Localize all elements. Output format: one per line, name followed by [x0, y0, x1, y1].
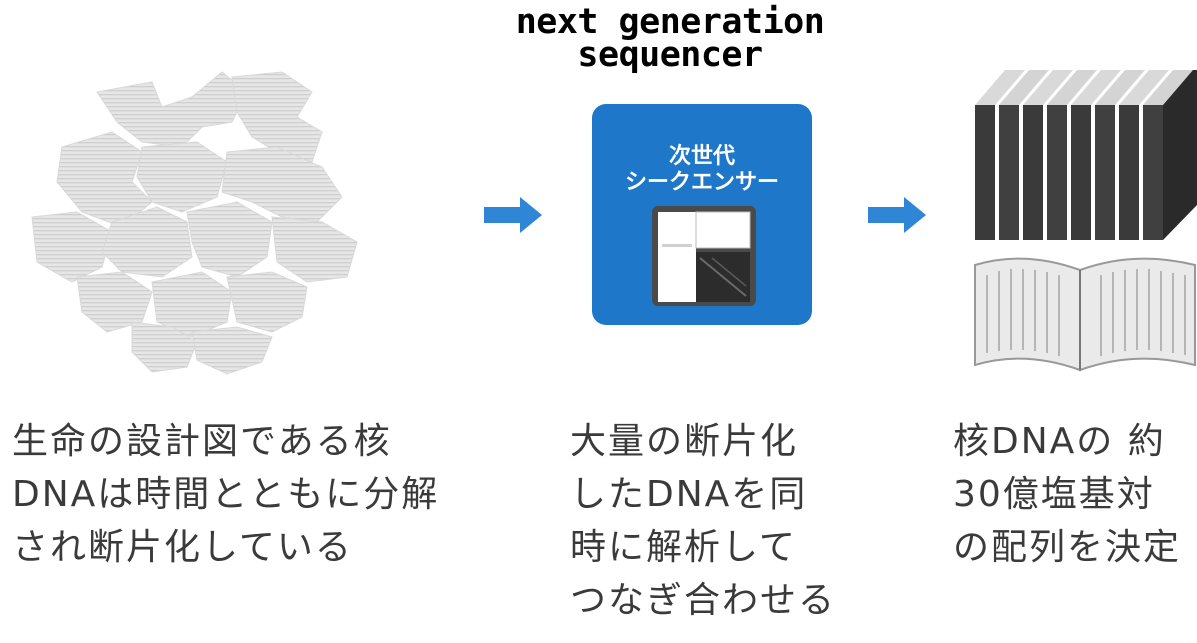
arrow-right-icon [868, 197, 926, 233]
sequencer-machine-icon [652, 206, 756, 306]
step-1-caption: 生命の設計図である核 DNAは時間とともに分解 され断片化している [12, 421, 440, 568]
step-3-caption: 核DNAの 約 30億塩基対 の配列を決定 [953, 421, 1182, 568]
sequencer-box-label: 次世代 シークエンサー [624, 144, 779, 195]
fragmented-dna-puzzle-icon [31, 71, 358, 375]
step-2-caption: 大量の断片化 したDNAを同 時に解析して つなぎ合わせる [570, 421, 837, 621]
sequencer-box: 次世代 シークエンサー [592, 104, 812, 325]
arrow-right-icon [484, 197, 542, 233]
books-icon [974, 70, 1197, 372]
diagram-title: next generation sequencer [515, 2, 825, 75]
